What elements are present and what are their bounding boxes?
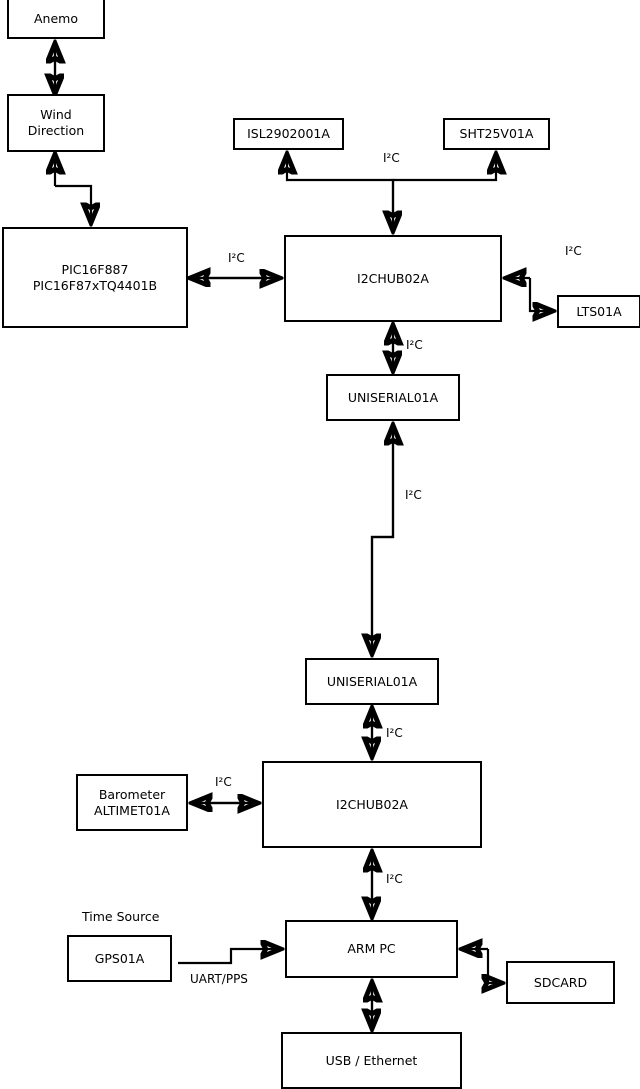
label-time-source: Time Source xyxy=(82,909,160,924)
node-anemo-label: Anemo xyxy=(34,10,78,26)
node-isl2902001a-label: ISL2902001A xyxy=(247,126,330,142)
node-gps01a-label: GPS01A xyxy=(94,950,145,966)
node-wind-direction[interactable]: Wind Direction xyxy=(7,94,105,152)
edge-label-hub-to-uniserial: I²C xyxy=(406,338,423,352)
node-arm-pc[interactable]: ARM PC xyxy=(285,920,458,978)
node-sht25v01a[interactable]: SHT25V01A xyxy=(443,118,550,150)
node-lts01a-label: LTS01A xyxy=(576,303,622,319)
edge-gps-to-arm xyxy=(178,949,279,965)
edge-label-hub-to-arm: I²C xyxy=(386,872,403,886)
node-isl2902001a[interactable]: ISL2902001A xyxy=(233,118,344,150)
node-uniserial01a-bottom-label: UNISERIAL01A xyxy=(326,673,418,689)
edge-hub-to-sensors-trunk xyxy=(287,156,395,229)
node-usb-ethernet[interactable]: USB / Ethernet xyxy=(281,1032,462,1089)
edge-label-uniserial-to-hub-bottom: I²C xyxy=(386,726,403,740)
edge-hub-to-sensors-sht xyxy=(393,156,496,182)
node-sdcard-label: SDCARD xyxy=(533,974,588,990)
node-i2chub02a-top[interactable]: I2CHUB02A xyxy=(284,235,502,322)
node-i2chub02a-bottom-label: I2CHUB02A xyxy=(336,796,408,812)
node-usb-ethernet-label: USB / Ethernet xyxy=(325,1052,418,1068)
edge-label-barometer-to-hub: I²C xyxy=(215,775,232,789)
node-uniserial01a-top-label: UNISERIAL01A xyxy=(347,389,439,405)
node-i2chub02a-bottom[interactable]: I2CHUB02A xyxy=(262,761,482,848)
node-wind-direction-label: Wind Direction xyxy=(27,107,85,138)
edge-uniserial-link-down xyxy=(372,427,395,652)
edge-label-sensors-bus: I²C xyxy=(383,151,400,165)
node-barometer[interactable]: Barometer ALTIMET01A xyxy=(76,774,188,831)
node-sht25v01a-label: SHT25V01A xyxy=(459,126,534,142)
edge-wind-to-pic-down xyxy=(55,184,91,221)
node-barometer-label: Barometer ALTIMET01A xyxy=(94,786,170,818)
edge-hub-to-lts xyxy=(528,278,551,311)
node-uniserial01a-top[interactable]: UNISERIAL01A xyxy=(326,374,460,421)
edge-uniserial-link-up xyxy=(370,427,393,652)
node-lts01a[interactable]: LTS01A xyxy=(557,295,640,328)
node-i2chub02a-top-label: I2CHUB02A xyxy=(357,270,429,286)
edge-label-pic-to-hub: I²C xyxy=(228,251,245,265)
node-anemo[interactable]: Anemo xyxy=(7,0,105,39)
node-sdcard[interactable]: SDCARD xyxy=(506,961,615,1004)
edge-label-gps-to-arm: UART/PPS xyxy=(190,972,248,986)
edge-label-hub-to-lts: I²C xyxy=(565,244,582,258)
edge-label-uniserial-link: I²C xyxy=(405,488,422,502)
node-uniserial01a-bottom[interactable]: UNISERIAL01A xyxy=(305,658,439,705)
node-arm-pc-label: ARM PC xyxy=(347,941,396,957)
node-pic-label: PIC16F887 PIC16F87xTQ4401B xyxy=(32,261,158,293)
edge-arm-to-sdcard xyxy=(488,949,500,983)
node-gps01a[interactable]: GPS01A xyxy=(67,935,172,982)
node-pic[interactable]: PIC16F887 PIC16F87xTQ4401B xyxy=(2,227,188,328)
